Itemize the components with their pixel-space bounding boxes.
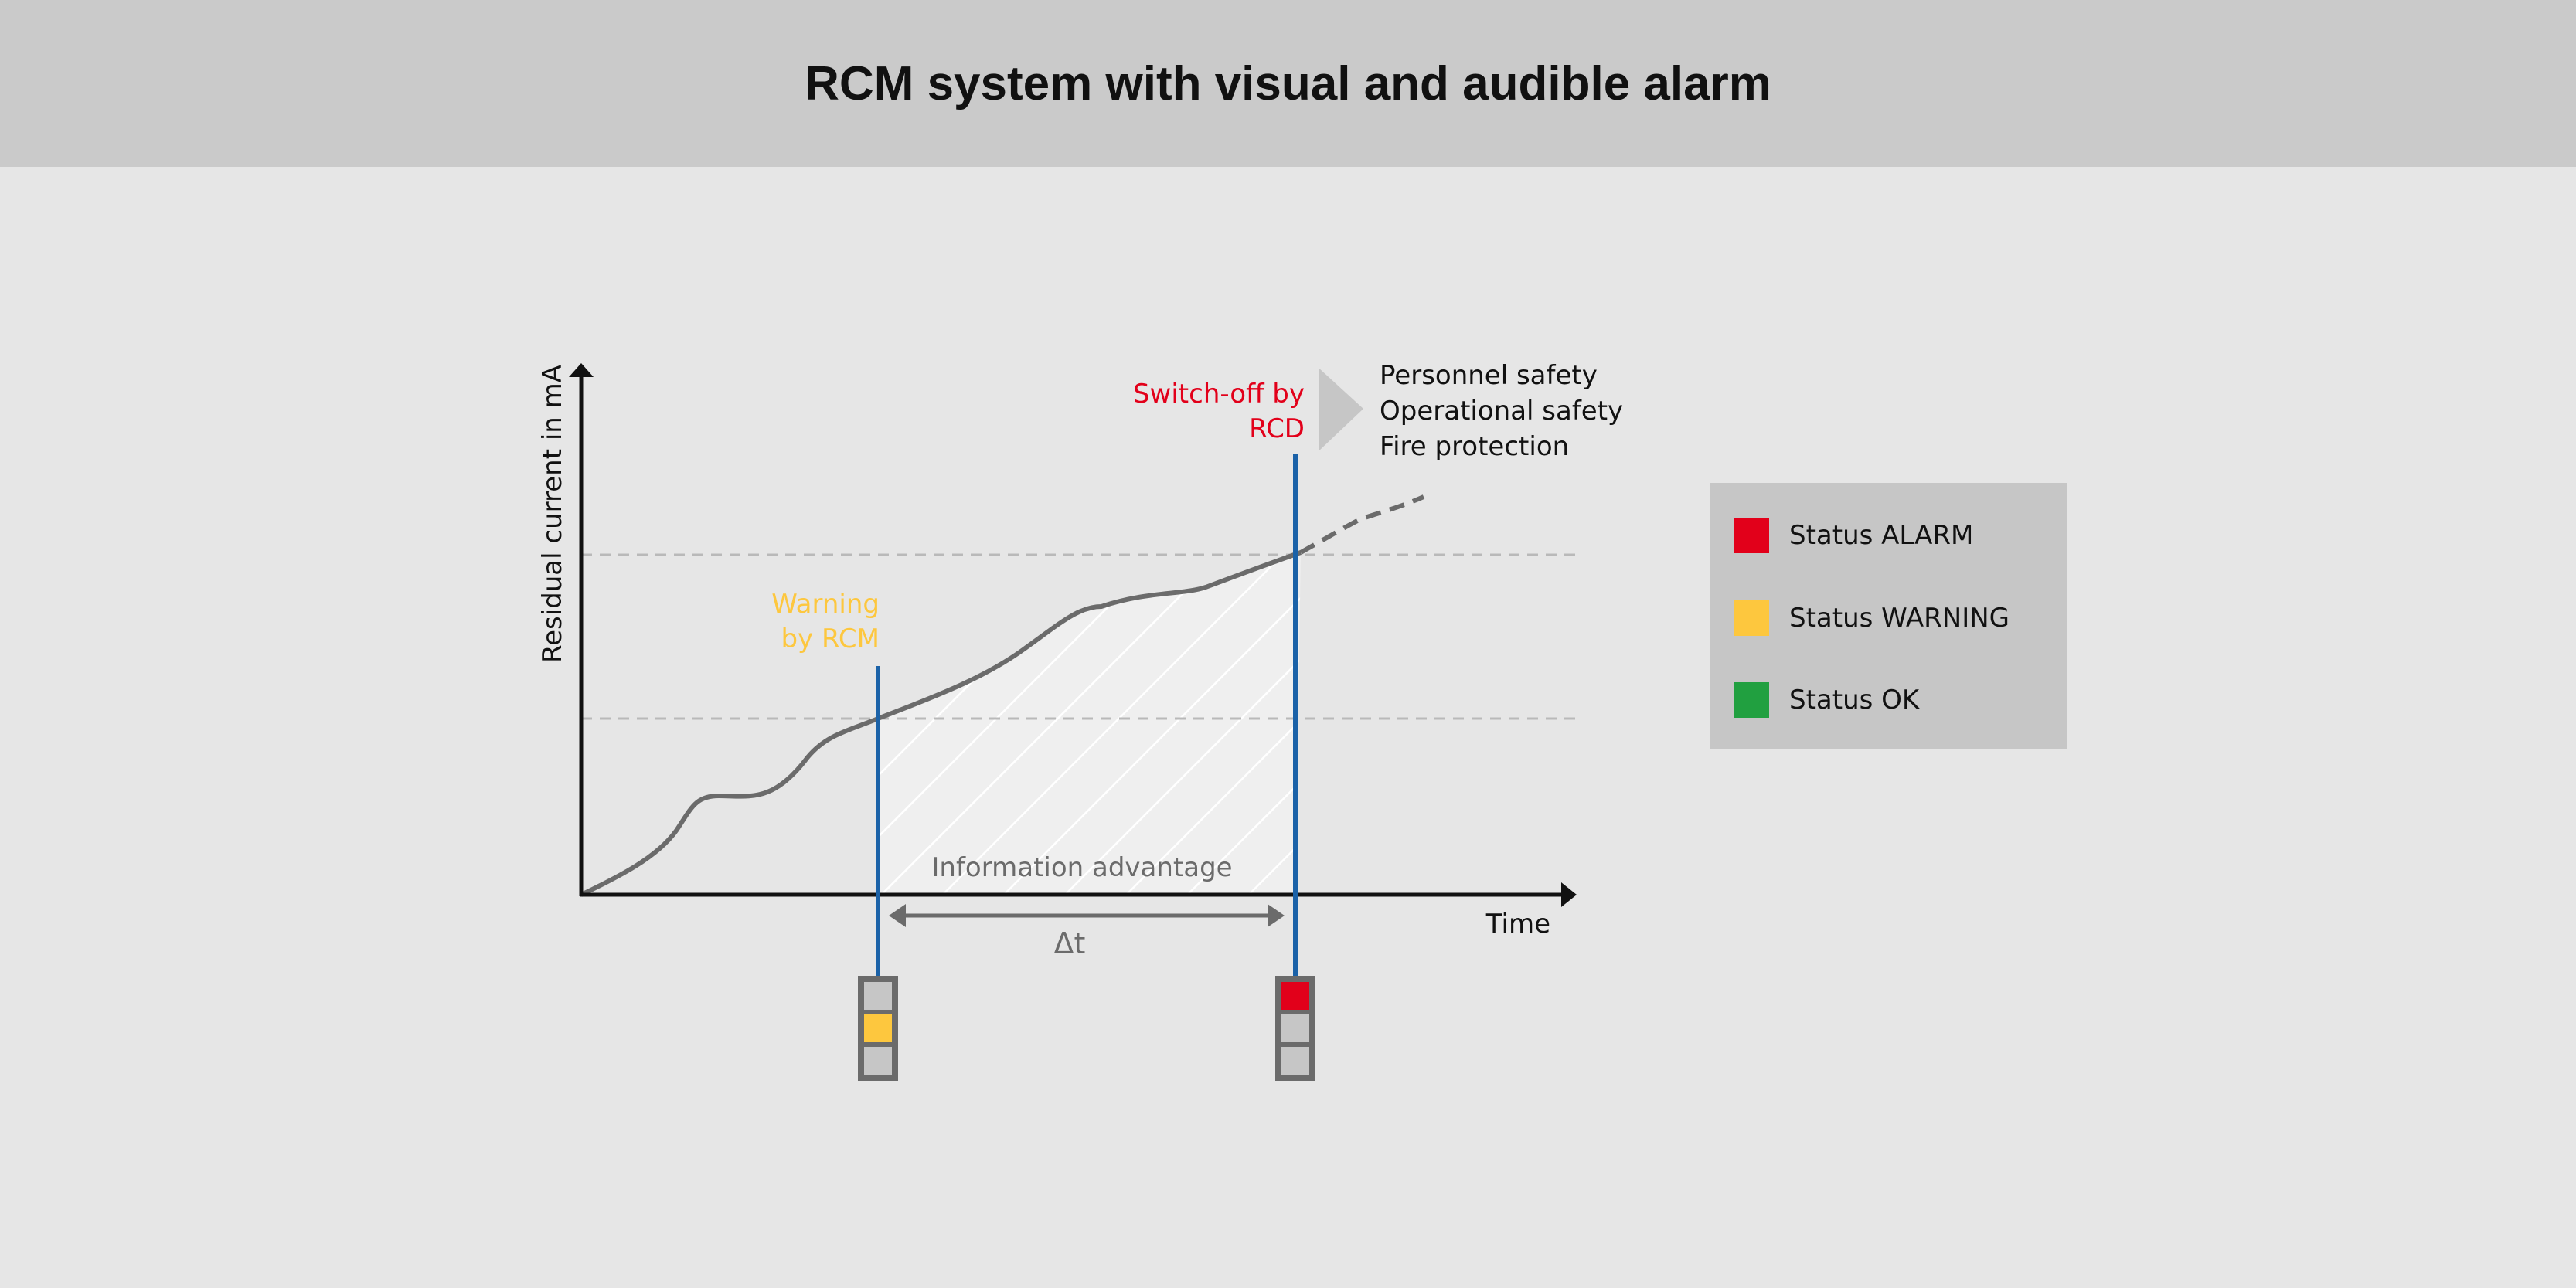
legend-item-ok: Status OK [1734,682,1919,718]
switch-off-label-line2: RCD [1249,413,1305,444]
consequence-item: Fire protection [1380,431,1569,462]
consequence-item: Personnel safety [1380,360,1598,391]
lamp-bottom [864,1047,892,1075]
consequence-item: Operational safety [1380,396,1623,427]
legend-item-alarm: Status ALARM [1734,518,1973,553]
warning-label-line1: Warning [771,589,880,620]
delta-t-arrow-left [889,904,906,927]
legend-item-warning: Status WARNING [1734,600,2009,636]
x-axis-arrow [1561,882,1577,907]
y-axis-arrow [569,363,594,377]
warning-signal-lamp [858,976,898,1081]
header-bar: RCM system with visual and audible alarm [0,0,2576,167]
switch-off-label-line1: Switch-off by [1133,379,1305,410]
legend-label: Status OK [1789,685,1920,715]
information-advantage-label: Information advantage [931,852,1232,883]
warning-swatch-icon [1734,600,1769,636]
alarm-signal-lamp [1275,976,1315,1081]
residual-current-curve-projection [1299,494,1425,555]
residual-current-curve [580,550,1302,897]
lamp-top [864,982,892,1010]
lamp-middle-warning [864,1014,892,1042]
y-axis-label: Residual current in mA [537,365,568,663]
lamp-middle [1281,1014,1309,1042]
legend-label: Status ALARM [1789,520,1974,551]
delta-t-label: Δt [1054,926,1086,960]
lamp-top-alarm [1281,982,1309,1010]
alarm-swatch-icon [1734,518,1769,553]
information-advantage-area [878,552,1301,896]
consequence-arrow [1319,368,1363,451]
warning-label-line2: by RCM [781,624,880,654]
ok-swatch-icon [1734,682,1769,718]
status-legend: Status ALARM Status WARNING Status OK [1710,483,2067,749]
x-axis-label: Time [1485,909,1550,940]
lamp-bottom [1281,1047,1309,1075]
delta-t-arrow-right [1268,904,1285,927]
legend-label: Status WARNING [1789,603,2010,634]
page-title: RCM system with visual and audible alarm [805,56,1771,110]
